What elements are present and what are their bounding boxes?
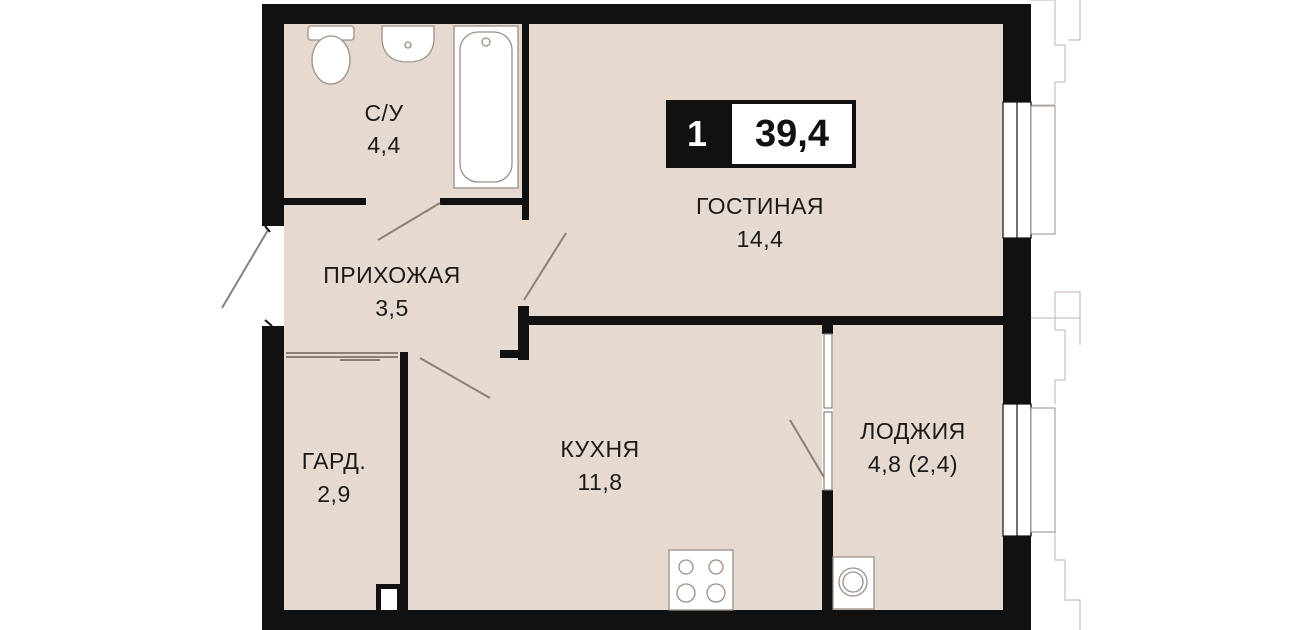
hallway-label: ПРИХОЖАЯ (323, 262, 461, 288)
wardrobe-area: 2,9 (317, 481, 351, 507)
wall-right-a (1003, 4, 1031, 102)
wall-left-upper (262, 4, 284, 226)
walls (262, 4, 1031, 630)
stove-icon (668, 549, 734, 611)
bathroom-door (377, 202, 441, 241)
total-area: 39,4 (732, 104, 852, 164)
wall-hall-kitchen-stub (500, 350, 529, 358)
wall-bath-hall-left (284, 198, 366, 205)
hallway-area: 3,5 (375, 295, 409, 321)
wall-top (262, 4, 1031, 24)
entrance-door (221, 229, 269, 309)
kitchen-area: 11,8 (577, 469, 623, 495)
bathroom-area: 4,4 (367, 132, 401, 158)
wall-left-lower (262, 326, 284, 630)
wardrobe-niche-inner (381, 589, 397, 610)
wall-right-c (1003, 536, 1031, 630)
wardrobe-floor (284, 352, 402, 610)
loggia-door (789, 419, 829, 485)
living-label: ГОСТИНАЯ (695, 193, 825, 219)
kitchen-floor (408, 325, 822, 610)
toilet-bowl-icon (311, 35, 351, 85)
windows (1002, 101, 1032, 537)
wall-kitchen-loggia-bottom (822, 490, 833, 610)
wall-kitchen-loggia-top (822, 316, 833, 334)
wall-living-kitchen (522, 316, 1003, 325)
living-door (523, 232, 567, 301)
wall-bath-living (522, 24, 529, 220)
loggia-label: ЛОДЖИЯ (860, 418, 966, 444)
wall-hall-living-stub (518, 306, 529, 360)
wall-wardrobe-kitchen (400, 352, 408, 610)
wall-bath-hall-right (440, 198, 529, 205)
wardrobe-label: ГАРД. (301, 448, 367, 474)
window-outer-panes (1030, 105, 1056, 533)
apartment-badge: 1 39,4 (666, 100, 856, 168)
washing-machine-icon (832, 556, 875, 610)
living-area: 14,4 (736, 226, 784, 252)
floors (284, 24, 1003, 610)
kitchen-door (419, 357, 491, 399)
loggia-area: 4,8 (2,4) (867, 451, 959, 477)
wall-right-b (1003, 238, 1031, 404)
doors (221, 202, 829, 485)
bathroom-label: С/У (364, 100, 404, 126)
wall-bottom (262, 610, 1031, 630)
room-count: 1 (686, 113, 708, 154)
loggia-door-frame (823, 333, 833, 491)
facade-outline (1030, 0, 1081, 630)
kitchen-label: КУХНЯ (560, 436, 640, 462)
living-floor (529, 24, 1003, 318)
bathroom-fixtures (307, 25, 519, 189)
